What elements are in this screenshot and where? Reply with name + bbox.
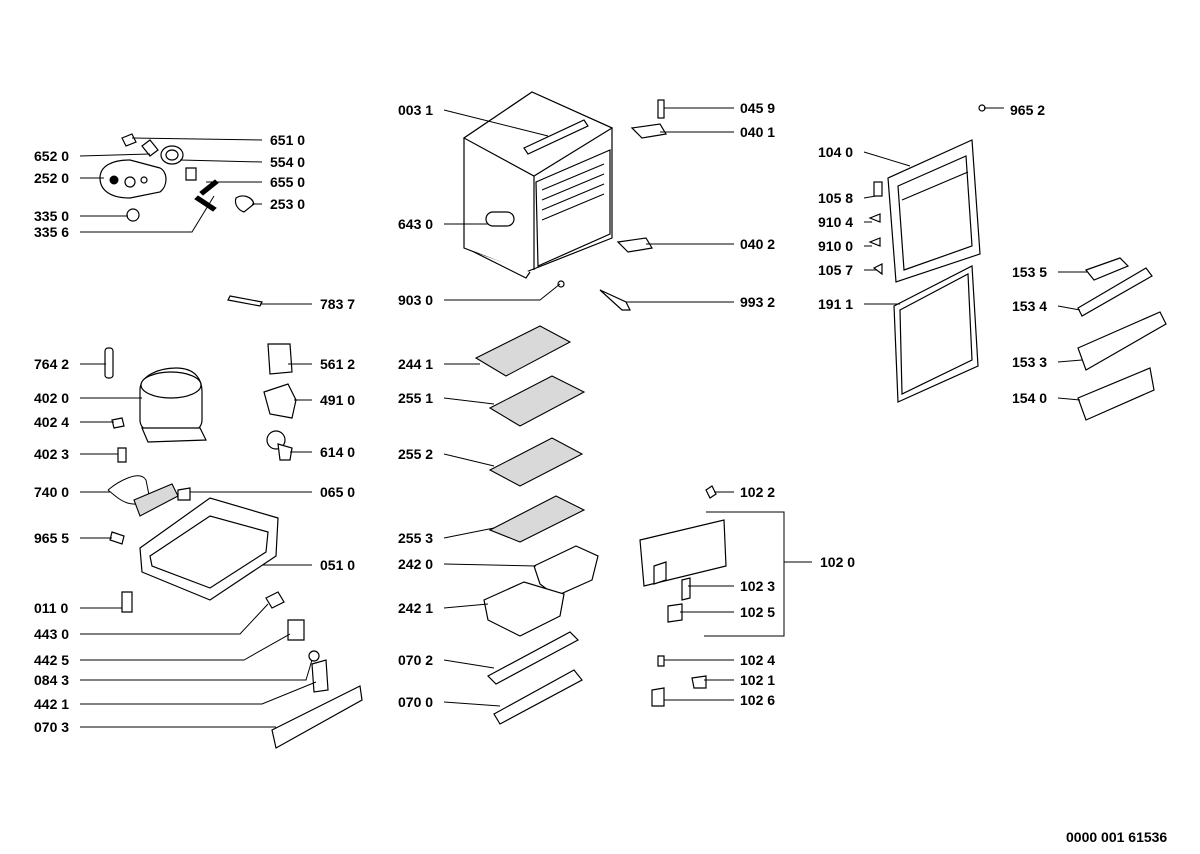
label-255-3: 255 3 (398, 530, 433, 546)
label-255-1: 255 1 (398, 390, 433, 406)
label-070-2: 070 2 (398, 652, 433, 668)
label-105-8: 105 8 (818, 190, 853, 206)
label-102-0: 102 0 (820, 554, 855, 570)
label-102-3: 102 3 (740, 578, 775, 594)
label-242-0: 242 0 (398, 556, 433, 572)
label-154-0: 154 0 (1012, 390, 1047, 406)
label-652-0: 652 0 (34, 148, 69, 164)
label-910-4: 910 4 (818, 214, 853, 230)
wire-shelf-icon (474, 325, 586, 543)
label-910-0: 910 0 (818, 238, 853, 254)
label-783-7: 783 7 (320, 296, 355, 312)
freezer-door-parts (639, 485, 727, 707)
label-102-6: 102 6 (740, 692, 775, 708)
label-443-0: 443 0 (34, 626, 69, 642)
label-335-6: 335 6 (34, 224, 69, 240)
label-965-2: 965 2 (1010, 102, 1045, 118)
label-965-5: 965 5 (34, 530, 69, 546)
label-993-2: 993 2 (740, 294, 775, 310)
label-102-1: 102 1 (740, 672, 775, 688)
label-253-0: 253 0 (270, 196, 305, 212)
label-491-0: 491 0 (320, 392, 355, 408)
label-614-0: 614 0 (320, 444, 355, 460)
evaporator-coil-part (107, 475, 191, 517)
label-561-2: 561 2 (320, 356, 355, 372)
label-070-3: 070 3 (34, 719, 69, 735)
label-102-2: 102 2 (740, 484, 775, 500)
crisper-bin-parts (483, 545, 599, 725)
label-045-9: 045 9 (740, 100, 775, 116)
compressor-part (104, 347, 207, 463)
label-244-1: 244 1 (398, 356, 433, 372)
label-442-1: 442 1 (34, 696, 69, 712)
drawing-number: 0000 001 61536 (1066, 829, 1167, 845)
label-402-0: 402 0 (34, 390, 69, 406)
label-065-0: 065 0 (320, 484, 355, 500)
label-740-0: 740 0 (34, 484, 69, 500)
label-153-3: 153 3 (1012, 354, 1047, 370)
label-102-4: 102 4 (740, 652, 775, 668)
label-040-1: 040 1 (740, 124, 775, 140)
rod-part (227, 295, 263, 307)
refrigerator-cabinet-icon (462, 91, 614, 279)
label-242-1: 242 1 (398, 600, 433, 616)
door-gasket-icon (893, 265, 979, 403)
label-104-0: 104 0 (818, 144, 853, 160)
relay-parts (263, 343, 297, 461)
label-402-4: 402 4 (34, 414, 69, 430)
small-parts-left (121, 591, 363, 749)
label-255-2: 255 2 (398, 446, 433, 462)
label-003-1: 003 1 (398, 102, 433, 118)
door-panel-icon (868, 104, 986, 283)
label-442-5: 442 5 (34, 652, 69, 668)
label-070-0: 070 0 (398, 694, 433, 710)
label-153-5: 153 5 (1012, 264, 1047, 280)
label-402-3: 402 3 (34, 446, 69, 462)
label-651-0: 651 0 (270, 132, 305, 148)
label-903-0: 903 0 (398, 292, 433, 308)
thermostat-housing-part (99, 133, 255, 222)
label-252-0: 252 0 (34, 170, 69, 186)
label-051-0: 051 0 (320, 557, 355, 573)
drip-tray-part (109, 497, 279, 601)
label-040-2: 040 2 (740, 236, 775, 252)
label-764-2: 764 2 (34, 356, 69, 372)
label-554-0: 554 0 (270, 154, 305, 170)
label-011-0: 011 0 (34, 600, 68, 616)
label-105-7: 105 7 (818, 262, 853, 278)
label-153-4: 153 4 (1012, 298, 1047, 314)
label-084-3: 084 3 (34, 672, 69, 688)
hinge-parts (557, 99, 667, 311)
label-102-5: 102 5 (740, 604, 775, 620)
leader-lines (79, 107, 1088, 728)
label-643-0: 643 0 (398, 216, 433, 232)
label-655-0: 655 0 (270, 174, 305, 190)
label-335-0: 335 0 (34, 208, 69, 224)
part-labels: 651 0 652 0 554 0 252 0 655 0 253 0 335 … (34, 100, 1167, 845)
door-bin-parts (1077, 257, 1167, 421)
label-191-1: 191 1 (818, 296, 853, 312)
